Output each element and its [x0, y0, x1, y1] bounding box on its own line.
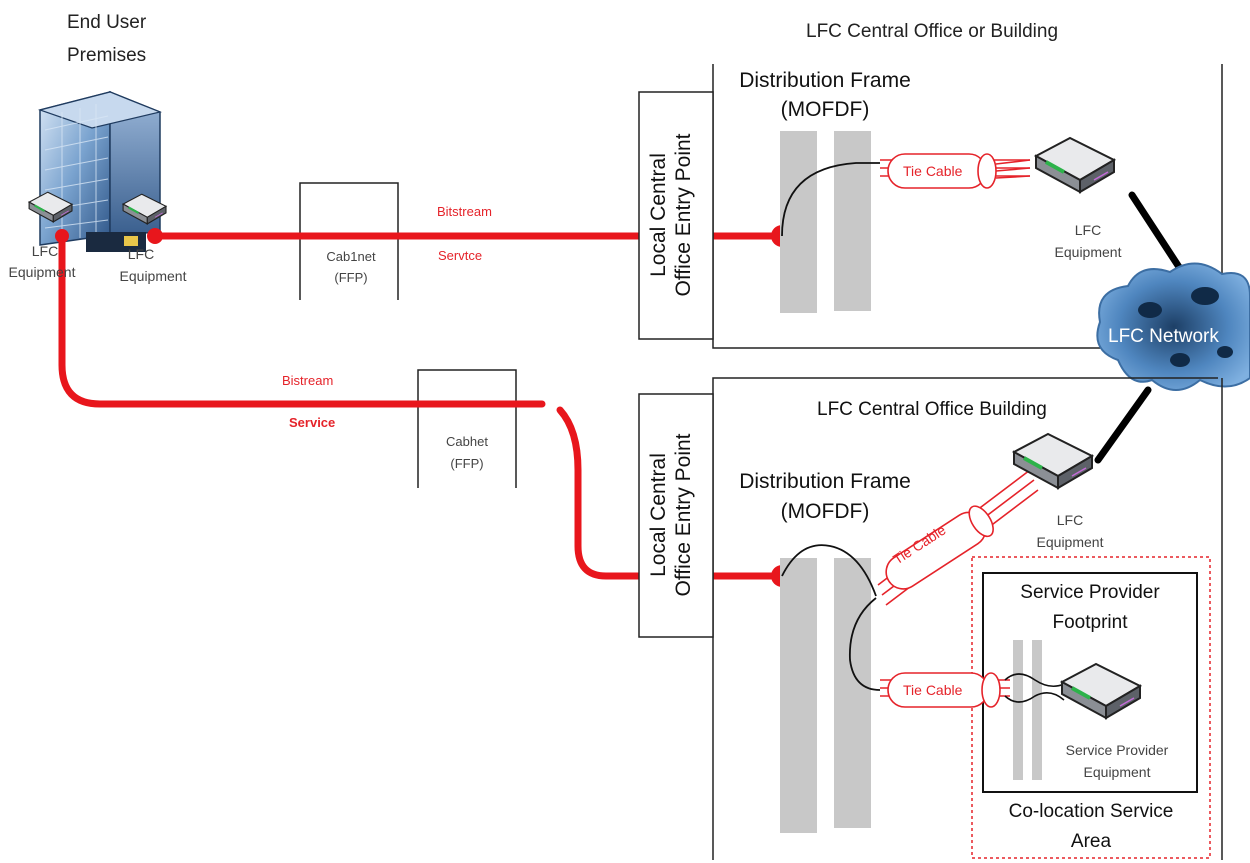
tie-cable-top-label: Tie Cable — [903, 163, 963, 179]
sp-frame-bar-1 — [1013, 640, 1023, 780]
sp-equipment-label-1: Service Provider — [1065, 742, 1169, 758]
service-bottom-label: Service — [289, 415, 336, 430]
lfc-equipment-right-label-1: LFC — [127, 246, 155, 262]
building-icon — [37, 90, 162, 252]
sp-footprint-label-2: Footprint — [1052, 612, 1128, 633]
lfc-equipment-mid-icon — [1012, 432, 1094, 490]
lfc-equipment-top-icon — [1034, 136, 1116, 194]
lfc-equipment-mid-label-1: LFC — [1056, 512, 1084, 528]
sp-frame-bar-2 — [1032, 640, 1042, 780]
cabinet-top-shape — [299, 182, 399, 300]
sp-equipment-label-2: Equipment — [1083, 764, 1151, 780]
cabinet-top-label-2: (FFP) — [334, 270, 368, 285]
frame-bar-top-1 — [780, 131, 817, 313]
lfc-equipment-top-label-1: LFC — [1074, 222, 1102, 238]
entry-point-top-box — [638, 91, 714, 340]
cabinet-top-label-1: Cab1net — [326, 249, 376, 264]
dist-frame-bottom-label-2: (MOFDF) — [780, 500, 870, 523]
tie-cable-low-label: Tie Cable — [903, 682, 963, 698]
sp-jumpers — [1004, 673, 1065, 703]
cabinet-bottom-label-1: Cabhet — [446, 434, 488, 449]
dist-frame-top-label-2: (MOFDF) — [780, 98, 870, 121]
lfc-equipment-top-label-2: Equipment — [1054, 244, 1122, 260]
end-user-premises-label-2: Premises — [67, 45, 147, 66]
colocation-label-2: Area — [1070, 831, 1112, 852]
frame-bar-bottom-2 — [834, 558, 871, 828]
end-user-premises-label-1: End User — [67, 12, 147, 33]
frame-bar-bottom-1 — [780, 558, 817, 833]
tie-cable-top — [880, 153, 1031, 189]
jumper-bottom-1 — [781, 544, 877, 597]
bitstream-bottom-label: Bistream — [282, 373, 334, 388]
entry-point-bottom-label: Local Central Office Entry Point — [646, 404, 696, 626]
entry-point-bottom-box — [638, 393, 714, 638]
tie-cable-low — [880, 672, 1010, 708]
device-port-right — [147, 228, 163, 244]
bitstream-service-line-bottom — [58, 232, 786, 580]
jumper-top — [781, 162, 880, 237]
entry-point-top-label: Local Central Office Entry Point — [646, 102, 696, 328]
entry-point-bottom-label-2: Office Entry Point — [672, 433, 696, 597]
entry-point-top-label-1: Local Central — [647, 153, 670, 277]
dist-frame-bottom-label-1: Distribution Frame — [739, 470, 911, 493]
lfc-network-label: LFC Network — [1108, 326, 1219, 347]
lfc-equipment-right-label-2: Equipment — [119, 268, 187, 284]
service-top-label: Servtce — [438, 248, 483, 263]
lfc-network-cloud — [1096, 262, 1250, 391]
tie-cable-diagonal — [877, 469, 1039, 606]
frame-bar-top-2 — [834, 131, 871, 311]
entry-point-bottom-label-1: Local Central — [647, 453, 670, 577]
cabinet-bottom-label-2: (FFP) — [450, 456, 484, 471]
lfc-central-office-label: LFC Central Office or Building — [806, 21, 1059, 42]
lfc-central-office-building-label: LFC Central Office Building — [817, 399, 1047, 420]
office-bottom-outline — [712, 377, 1223, 860]
lfc-equipment-left-label-1: LFC — [31, 243, 59, 259]
lfc-equipment-left-label-2: Equipment — [8, 264, 76, 280]
entry-point-top-label-2: Office Entry Point — [672, 133, 696, 297]
colocation-label-1: Co-location Service — [1008, 801, 1174, 822]
lfc-equipment-mid-label-2: Equipment — [1036, 534, 1104, 550]
dist-frame-top-label-1: Distribution Frame — [739, 69, 911, 92]
cabinet-bottom-shape — [417, 369, 517, 488]
bitstream-top-label: Bitstream — [437, 204, 492, 219]
sp-footprint-label-1: Service Provider — [1020, 582, 1160, 603]
jumper-bottom-2 — [849, 597, 881, 691]
